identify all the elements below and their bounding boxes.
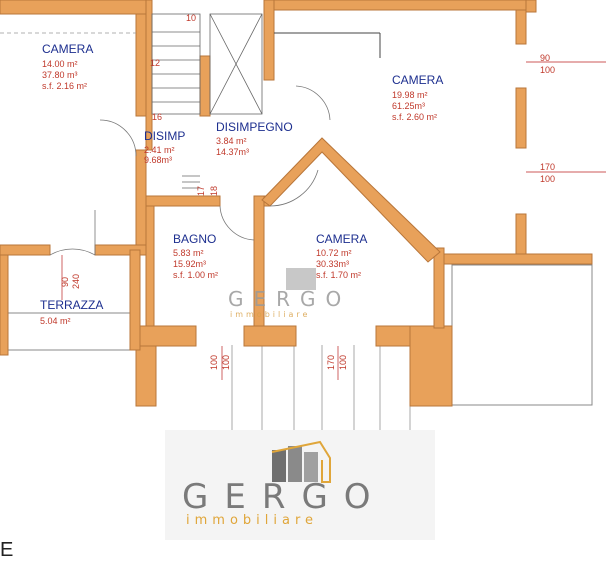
room-volume: 37.80 m³: [42, 70, 78, 80]
stair-step-18: 18: [209, 186, 219, 196]
room-name: CAMERA: [392, 73, 443, 87]
stair-step-17: 17: [196, 186, 206, 196]
room-area: 5.83 m²: [173, 248, 204, 258]
room-volume: 14.37m³: [216, 147, 249, 157]
dim-e-window-bottom: 100: [540, 174, 555, 184]
room-name: DISIMPEGNO: [216, 120, 293, 134]
room-area: 14.00 m²: [42, 59, 78, 69]
room-area: 2.41 m²: [144, 145, 175, 155]
room-disimpegno: DISIMPEGNO 3.84 m² 14.37m³: [216, 120, 293, 157]
dim-ne-window-bottom: 100: [540, 65, 555, 75]
door-swings: [49, 85, 331, 256]
stair-step-16: 16: [152, 112, 162, 122]
stair: [151, 13, 263, 189]
room-area: 10.72 m²: [316, 248, 352, 258]
room-area: 3.84 m²: [216, 136, 247, 146]
room-sf: s.f. 2.60 m²: [392, 112, 437, 122]
room-name: DISIMP: [144, 129, 185, 143]
room-name: TERRAZZA: [40, 298, 103, 312]
room-name: CAMERA: [42, 42, 93, 56]
room-name: CAMERA: [316, 232, 367, 246]
dim-bagno-window-a: 100: [209, 355, 219, 370]
room-sf: s.f. 2.16 m²: [42, 81, 87, 91]
dimension-labels: 90 100 170 100 90 240 100 100 170 100: [60, 53, 555, 370]
room-area: 19.98 m²: [392, 90, 428, 100]
room-volume: 15.92m³: [173, 259, 206, 269]
room-camera-s: CAMERA 10.72 m² 30.33m³ s.f. 1.70 m²: [316, 232, 367, 280]
room-name: BAGNO: [173, 232, 216, 246]
stair-step-10: 10: [186, 13, 196, 23]
dim-bagno-window-b: 100: [221, 355, 231, 370]
room-disimp: DISIMP 2.41 m² 9.68m³: [144, 129, 185, 165]
watermark-center: GERGO immobiliare: [228, 268, 351, 319]
watermark-brand-large: GERGO: [182, 477, 387, 517]
dim-camera-window-a: 170: [326, 355, 336, 370]
room-volume: 9.68m³: [144, 155, 172, 165]
dim-terrace-door-top: 90: [60, 277, 70, 287]
room-bagno: BAGNO 5.83 m² 15.92m³ s.f. 1.00 m²: [173, 232, 218, 280]
dim-camera-window-b: 100: [338, 355, 348, 370]
window-marks: [61, 61, 606, 380]
room-terrazza: TERRAZZA 5.04 m²: [40, 298, 103, 326]
dim-terrace-door-bottom: 240: [71, 274, 81, 289]
room-camera-ne: CAMERA 19.98 m² 61.25m³ s.f. 2.60 m²: [392, 73, 443, 122]
watermark-bottom: GERGO immobiliare: [165, 430, 435, 540]
dim-ne-window-top: 90: [540, 53, 550, 63]
room-volume: 30.33m³: [316, 259, 349, 269]
walls: [0, 0, 593, 407]
room-volume: 61.25m³: [392, 101, 425, 111]
stair-step-12: 12: [150, 58, 160, 68]
watermark-tagline: immobiliare: [230, 310, 310, 319]
room-sf: s.f. 1.00 m²: [173, 270, 218, 280]
watermark-tagline-large: immobiliare: [186, 513, 318, 528]
watermark-logo-icon: [286, 268, 316, 290]
watermark-brand: GERGO: [228, 287, 351, 311]
edge-label: E: [0, 539, 13, 561]
room-sf: s.f. 1.70 m²: [316, 270, 361, 280]
dim-e-window-top: 170: [540, 162, 555, 172]
stair-numbers: 10 12 16 17 18: [150, 13, 219, 196]
room-area: 5.04 m²: [40, 316, 71, 326]
gergo-logo-icon: [271, 440, 331, 483]
room-camera-nw: CAMERA 14.00 m² 37.80 m³ s.f. 2.16 m²: [42, 42, 93, 91]
